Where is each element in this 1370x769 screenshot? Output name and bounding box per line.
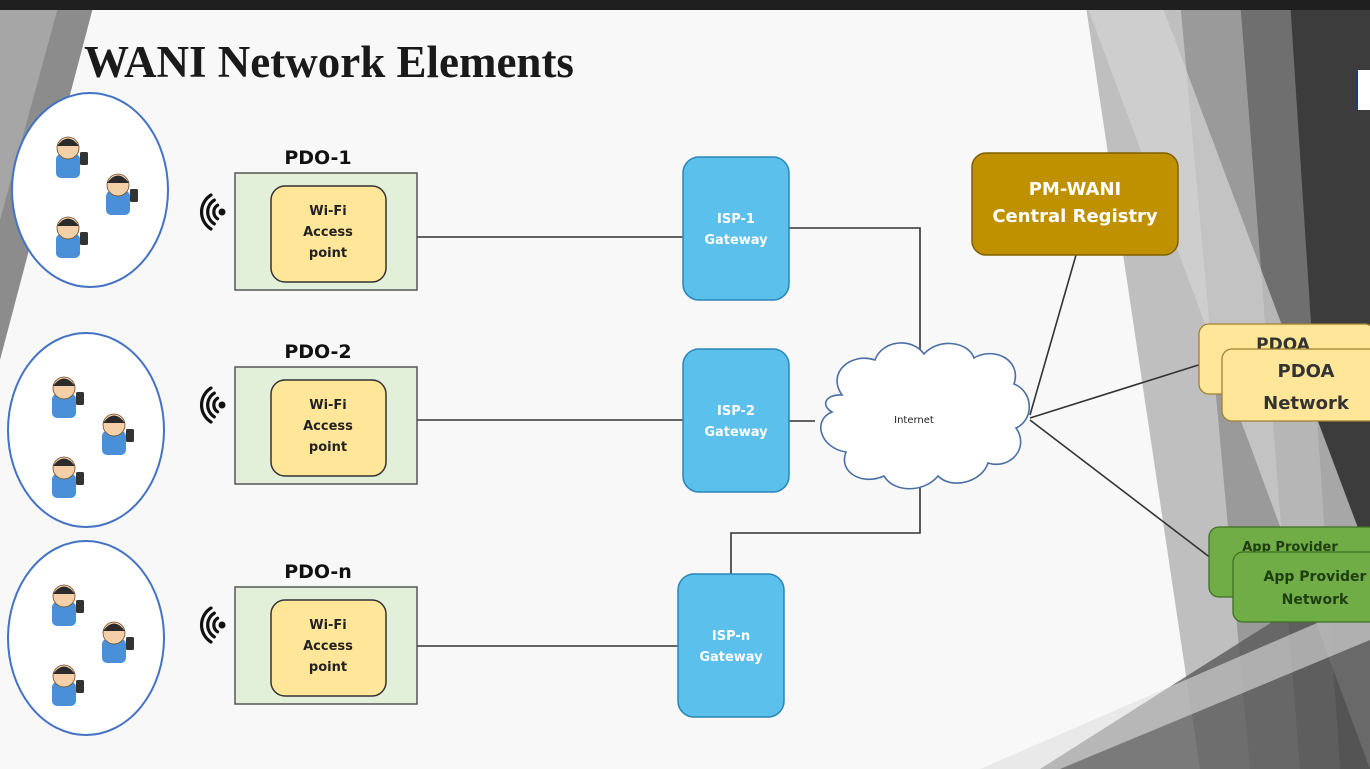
isp-1-gateway: ISP-1 Gateway bbox=[682, 156, 790, 301]
app-provider-front-box bbox=[1232, 551, 1370, 623]
isp-2-gateway-text-2: Gateway bbox=[704, 425, 768, 440]
app-provider-text-2: Network bbox=[1282, 592, 1349, 608]
person-icon bbox=[102, 413, 134, 455]
pdo-1-ap-text-3: point bbox=[309, 246, 347, 261]
pdo-2: PDO-2 Wi-Fi Access point bbox=[234, 341, 418, 485]
pdo-1-ap-text-2: Access bbox=[303, 225, 353, 240]
user-groups bbox=[7, 92, 169, 736]
link-internet-app-provider bbox=[1029, 419, 1221, 566]
person-icon bbox=[52, 376, 84, 418]
app-provider-back-label: App Provider bbox=[1242, 540, 1338, 555]
person-icon bbox=[52, 456, 84, 498]
pdo-n-label: PDO-n bbox=[284, 561, 352, 583]
slide-title: WANI Network Elements bbox=[84, 37, 574, 87]
user-group-circle bbox=[7, 540, 165, 736]
cloud-icon bbox=[820, 342, 1030, 490]
isp-n-gateway: ISP-n Gateway bbox=[677, 573, 785, 718]
pdo-1-ap-text-1: Wi-Fi bbox=[309, 204, 347, 219]
wifi-signal-icon bbox=[200, 606, 226, 644]
wifi-signal-icon bbox=[200, 193, 226, 231]
pdo-2-ap-text-1: Wi-Fi bbox=[309, 398, 347, 413]
internet-label: Internet bbox=[894, 415, 934, 426]
wifi-icons bbox=[200, 193, 226, 644]
link-internet-registry bbox=[1029, 254, 1077, 416]
isp-1-gateway-text-1: ISP-1 bbox=[717, 212, 755, 227]
central-registry-text-1: PM-WANI bbox=[1029, 179, 1122, 200]
connector-lines bbox=[386, 227, 1221, 647]
isp-n-gateway-box bbox=[677, 573, 785, 718]
person-icon bbox=[106, 173, 138, 215]
internet-cloud: Internet bbox=[820, 342, 1030, 490]
person-icon bbox=[102, 621, 134, 663]
user-group-2 bbox=[7, 332, 165, 528]
pdo-2-ap-text-2: Access bbox=[303, 419, 353, 434]
wifi-signal-icon bbox=[200, 386, 226, 424]
app-provider-network: App Provider App Provider Network bbox=[1208, 526, 1370, 623]
user-group-3 bbox=[7, 540, 165, 736]
isp-2-gateway-text-1: ISP-2 bbox=[717, 404, 755, 419]
user-group-circle bbox=[11, 92, 169, 288]
app-provider-text-1: App Provider bbox=[1264, 569, 1367, 585]
pdo-1-label: PDO-1 bbox=[284, 147, 351, 169]
isp-2-gateway: ISP-2 Gateway bbox=[682, 348, 790, 493]
person-icon bbox=[56, 216, 88, 258]
isp-2-gateway-box bbox=[682, 348, 790, 493]
pdoa-front-box bbox=[1221, 348, 1370, 422]
pdo-2-access-point bbox=[270, 379, 387, 477]
pdo-n-ap-text-2: Access bbox=[303, 639, 353, 654]
person-icon bbox=[52, 584, 84, 626]
pdo-1-access-point bbox=[270, 185, 387, 283]
user-group-1 bbox=[11, 92, 169, 288]
link-isp1-internet bbox=[789, 227, 921, 358]
pdo-n-ap-text-3: point bbox=[309, 660, 347, 675]
pdo-n: PDO-n Wi-Fi Access point bbox=[234, 561, 418, 705]
pdoa-text-1: PDOA bbox=[1278, 361, 1335, 382]
pdo-n-access-point bbox=[270, 599, 387, 697]
pdo-n-ap-text-1: Wi-Fi bbox=[309, 618, 347, 633]
central-registry-box bbox=[971, 152, 1179, 256]
logo-fragment bbox=[1356, 70, 1370, 110]
isp-n-gateway-text-2: Gateway bbox=[699, 650, 763, 665]
link-internet-pdoa bbox=[1029, 361, 1209, 419]
person-icon bbox=[52, 664, 84, 706]
pdo-1: PDO-1 Wi-Fi Access point bbox=[234, 147, 418, 291]
pdo-2-label: PDO-2 bbox=[284, 341, 351, 363]
pdoa-text-2: Network bbox=[1263, 393, 1350, 414]
isp-1-gateway-text-2: Gateway bbox=[704, 233, 768, 248]
isp-1-gateway-box bbox=[682, 156, 790, 301]
central-registry-text-2: Central Registry bbox=[992, 206, 1158, 227]
pdoa-network: PDOA PDOA Network bbox=[1198, 323, 1370, 422]
user-group-circle bbox=[7, 332, 165, 528]
link-ispn-internet bbox=[730, 488, 921, 574]
central-registry: PM-WANI Central Registry bbox=[971, 152, 1179, 256]
isp-n-gateway-text-1: ISP-n bbox=[712, 629, 750, 644]
person-icon bbox=[56, 136, 88, 178]
pdo-2-ap-text-3: point bbox=[309, 440, 347, 455]
